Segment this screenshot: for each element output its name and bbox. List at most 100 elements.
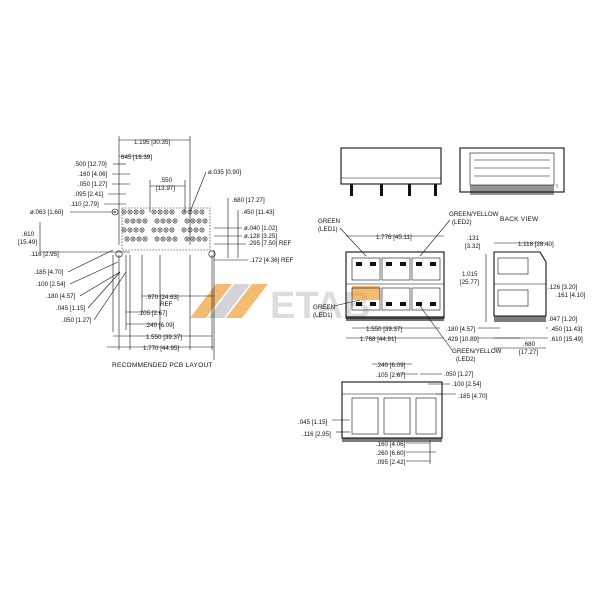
back-view: ▯ BACK VIEW: [459, 147, 565, 223]
dim-side-610: .610 [15.49]: [550, 336, 583, 343]
side-view: .131 [3.32] 1.118 [28.40] 1.015 [25.77] …: [446, 235, 586, 356]
dim-side-450: .450 [11.43]: [550, 326, 583, 333]
top-view-pin-2: [380, 184, 383, 196]
pcb-hole: [124, 218, 130, 224]
pcb-hole-center: [195, 229, 197, 231]
dim-side-680: .680: [523, 341, 536, 348]
dim-side-1118: 1.118 [28.40]: [518, 241, 554, 248]
pcb-hole-center: [153, 211, 155, 213]
pcb-hole: [187, 227, 193, 233]
dim-172: .172 [4.36] REF: [250, 257, 294, 264]
label-green-led1-bottom: GREEN: [313, 304, 335, 311]
pcb-hole-center: [138, 238, 140, 240]
pcb-hole-center: [126, 220, 128, 222]
caption-pcb-layout: RECOMMENDED PCB LAYOUT: [112, 362, 213, 369]
pcb-hole-center: [198, 238, 200, 240]
pcb-hole-center: [156, 238, 158, 240]
pcb-hole: [130, 218, 136, 224]
pcb-hole-center: [186, 238, 188, 240]
pcb-hole-center: [168, 238, 170, 240]
dim-bottom-160: .160 [4.06]: [376, 441, 406, 448]
dim-bottom-116: .116 [2.95]: [302, 431, 331, 438]
dim-side-161: .161 [4.10]: [556, 292, 586, 299]
pcb-hole: [142, 236, 148, 242]
pcb-hole: [133, 227, 139, 233]
pcb-hole-center: [165, 211, 167, 213]
pcb-hole: [121, 209, 127, 215]
pcb-hole-center: [192, 220, 194, 222]
pcb-mounting-hole: [115, 250, 123, 258]
pcb-hole-center: [162, 238, 164, 240]
pcb-hole-center: [204, 238, 206, 240]
pcb-hole: [139, 209, 145, 215]
dim-bottom-050: .050 [1.27]: [444, 371, 474, 378]
dim-bottom-100: .100 [2.54]: [452, 381, 482, 388]
pcb-hole-center: [126, 238, 128, 240]
dim-040: ø.040 [1.02]: [244, 225, 277, 232]
dim-1550: 1.550 [39.37]: [146, 334, 182, 341]
dim-1195: 1.195 [30.35]: [134, 139, 170, 146]
pcb-hole: [184, 218, 190, 224]
label-green-led1-top: GREEN: [318, 218, 340, 225]
pcb-hole: [181, 209, 187, 215]
pcb-hole-center: [144, 238, 146, 240]
pcb-hole-center: [141, 211, 143, 213]
logo-stripe-1: [190, 284, 232, 318]
pcb-hole: [166, 218, 172, 224]
dim-680: .680 [17.27]: [232, 197, 265, 204]
pcb-hole-center: [135, 229, 137, 231]
dim-110: .110 [2.79]: [70, 201, 99, 208]
pcb-hole: [121, 227, 127, 233]
bottom-view: .240 [6.09] .105 [2.67] .050 [1.27] .100…: [298, 362, 488, 466]
pcb-hole-center: [165, 229, 167, 231]
pcb-hole: [169, 227, 175, 233]
dim-side-047: .047 [1.20]: [548, 316, 578, 323]
pcb-hole: [142, 218, 148, 224]
pcb-hole-center: [204, 220, 206, 222]
pcb-hole: [193, 227, 199, 233]
dim-side-131-mm: [3.32]: [465, 243, 481, 250]
watermark-logo: ETAB: [190, 284, 380, 327]
dim-bottom-105: .105 [2.67]: [376, 372, 406, 379]
label-green-yellow-top: GREEN/YELLOW: [449, 211, 499, 218]
dim-500: .500 [12.70]: [74, 161, 107, 168]
pcb-hole-center: [183, 229, 185, 231]
dim-side-429: .429 [10.89]: [446, 336, 479, 343]
pcb-hole-center: [129, 211, 131, 213]
bottom-view-body: [341, 381, 443, 439]
label-led2-bottom: (LED2): [456, 356, 476, 363]
dim-105: .105 [2.67]: [138, 310, 168, 317]
pcb-hole-center: [195, 211, 197, 213]
pcb-hole: [172, 218, 178, 224]
pcb-hole-center: [156, 220, 158, 222]
pcb-hole: [181, 227, 187, 233]
mounting-hole-left: [111, 208, 119, 216]
label-green-yellow-bottom: GREEN/YELLOW: [452, 348, 502, 355]
pcb-hole: [190, 236, 196, 242]
pcb-hole: [172, 236, 178, 242]
dim-045: .045 [1.15]: [56, 305, 86, 312]
pcb-hole: [196, 236, 202, 242]
pcb-hole: [154, 236, 160, 242]
pcb-hole-center: [141, 229, 143, 231]
pcb-hole: [163, 209, 169, 215]
pcb-hole-center: [171, 229, 173, 231]
dim-610: .610: [22, 231, 35, 238]
pcb-hole: [169, 209, 175, 215]
pcb-hole-center: [159, 211, 161, 213]
svg-text:▯: ▯: [556, 183, 558, 188]
top-view-pin-4: [434, 184, 437, 196]
pcb-hole-center: [153, 229, 155, 231]
dim-610-mm: [15.49]: [18, 239, 37, 246]
dim-450: .450 [11.43]: [242, 209, 275, 216]
pcb-hole-center: [174, 220, 176, 222]
pcb-hole-center: [201, 211, 203, 213]
dim-side-1015-mm: [25.77]: [460, 279, 479, 286]
pcb-hole-center: [123, 229, 125, 231]
dim-128: ø.128 [3.25]: [244, 233, 277, 240]
pcb-hole: [199, 227, 205, 233]
top-view: [340, 147, 442, 196]
pcb-hole: [193, 209, 199, 215]
pcb-hole: [127, 227, 133, 233]
pcb-hole-center: [144, 220, 146, 222]
